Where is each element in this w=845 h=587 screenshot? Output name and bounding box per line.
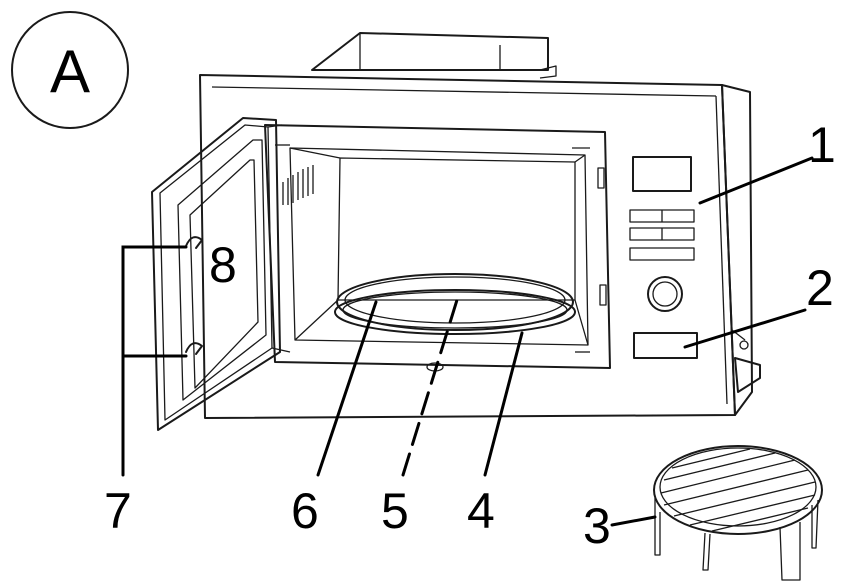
callout-7: 7 bbox=[104, 483, 132, 539]
door-release-button bbox=[633, 332, 698, 359]
control-panel bbox=[629, 156, 698, 359]
leader-3 bbox=[610, 515, 657, 527]
leader-4 bbox=[483, 331, 524, 477]
mounting-bracket bbox=[731, 329, 761, 393]
grill-rack bbox=[653, 445, 823, 581]
callout-2: 2 bbox=[806, 260, 834, 316]
cavity bbox=[264, 124, 611, 369]
callout-labels: 1 2 3 4 5 6 7 8 bbox=[104, 117, 836, 554]
figure-badge: A bbox=[11, 11, 129, 129]
door-hook-upper bbox=[185, 236, 203, 249]
callout-1: 1 bbox=[808, 117, 836, 173]
leader-6 bbox=[316, 300, 378, 477]
leader-1 bbox=[698, 156, 814, 205]
leader-5 bbox=[401, 298, 459, 477]
control-button-3 bbox=[629, 247, 695, 261]
roller-ring bbox=[334, 289, 576, 335]
housing-top-box bbox=[311, 32, 557, 79]
door bbox=[151, 117, 291, 431]
door-hook-lower bbox=[185, 342, 203, 355]
figure-badge-letter: A bbox=[50, 38, 90, 105]
callout-8: 8 bbox=[209, 237, 237, 293]
callout-4: 4 bbox=[467, 483, 495, 539]
vent-grille bbox=[282, 165, 314, 205]
display-window bbox=[632, 156, 692, 192]
front-frame bbox=[199, 74, 753, 419]
leader-7-upper bbox=[121, 245, 188, 477]
control-knob bbox=[647, 276, 683, 312]
callout-3: 3 bbox=[583, 498, 611, 554]
callout-5: 5 bbox=[381, 483, 409, 539]
leader-2 bbox=[683, 308, 807, 349]
glass-tray bbox=[336, 273, 574, 331]
leader-lines bbox=[121, 156, 814, 527]
callout-6: 6 bbox=[291, 483, 319, 539]
